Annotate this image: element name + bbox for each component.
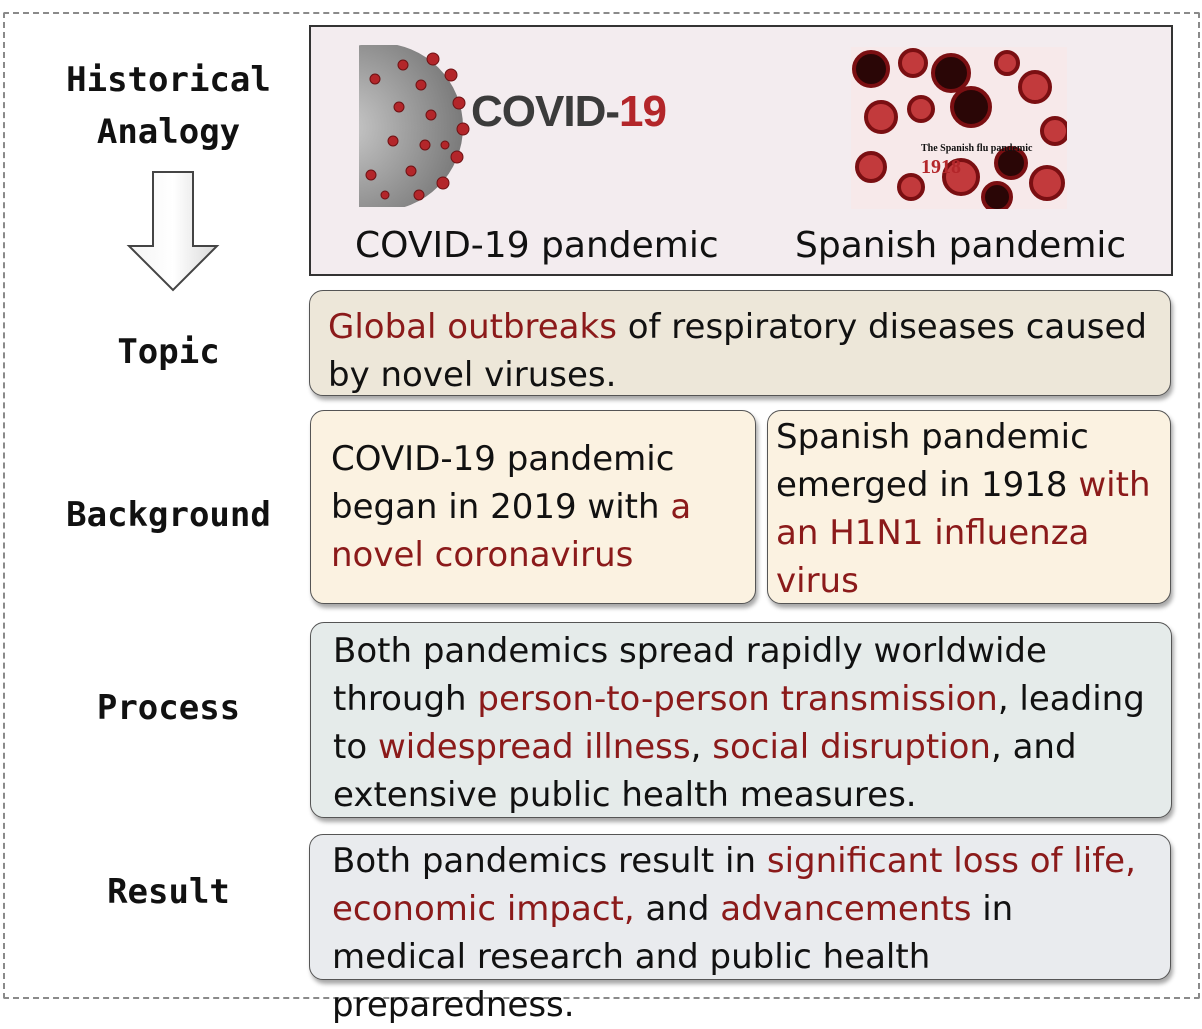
label-historical-analogy: Historical Analogy <box>36 54 301 158</box>
background-left-text-1: COVID-19 pandemic began in 2019 with <box>331 439 675 527</box>
result-highlight-1: significant loss of life, <box>766 841 1136 881</box>
background-right-highlight-1: with an H1N1 influenza virus <box>776 465 1151 601</box>
covid-logo-text: COVID-19 <box>471 87 667 137</box>
topic-text: Global outbreaks of respiratory diseases… <box>328 303 1152 399</box>
background-right-text: Spanish pandemic emerged in 1918 with an… <box>776 413 1162 605</box>
process-text: Both pandemics spread rapidly worldwide … <box>333 627 1169 819</box>
topic-highlight-1: Global outbreaks <box>328 307 617 347</box>
spanish-flu-image: The Spanish flu pandemic 1918 <box>851 47 1067 209</box>
label-historical-line2: Analogy <box>96 112 241 152</box>
historical-analogy-panel: COVID-19 COVID-19 pandemic <box>309 25 1173 276</box>
process-highlight-2: widespread illness <box>377 727 691 767</box>
process-text-3: , <box>690 727 713 767</box>
label-topic: Topic <box>117 332 220 372</box>
process-text-2: , leading to <box>333 679 1145 767</box>
process-highlight-3: social disruption <box>712 727 991 767</box>
result-box: Both pandemics result in significant los… <box>309 834 1171 1025</box>
label-process: Process <box>96 688 241 728</box>
spanish-caption: Spanish pandemic <box>795 225 1127 266</box>
process-highlight-1: person-to-person transmission <box>477 679 998 719</box>
process-box: Both pandemics spread rapidly worldwide … <box>310 622 1172 818</box>
result-text-3: and <box>634 889 721 929</box>
topic-box: Global outbreaks of respiratory diseases… <box>309 290 1171 396</box>
background-left-box: COVID-19 pandemic began in 2019 with a n… <box>310 410 756 604</box>
process-text-1: Both pandemics spread rapidly worldwide … <box>333 631 1047 719</box>
label-result: Result <box>107 872 230 912</box>
diagram-frame <box>3 12 1200 999</box>
background-right-text-1: Spanish pandemic emerged in 1918 <box>776 417 1089 505</box>
result-text-1: Both pandemics result in <box>332 841 767 881</box>
spanish-flu-title: The Spanish flu pandemic <box>921 143 1033 154</box>
coronavirus-icon <box>359 45 470 207</box>
covid-logo-text-b: 19 <box>619 87 667 136</box>
topic-text-1: of respiratory diseases caused by novel … <box>328 307 1147 395</box>
result-highlight-3: advancements <box>720 889 972 929</box>
label-background: Background <box>66 495 271 535</box>
result-highlight-2: economic impact, <box>332 889 635 929</box>
spanish-flu-year: 1918 <box>921 156 961 178</box>
background-right-box: Spanish pandemic emerged in 1918 with an… <box>767 410 1171 604</box>
background-left-highlight-1: a novel coronavirus <box>331 487 692 575</box>
covid-logo-text-a: COVID- <box>471 87 620 136</box>
background-left-text: COVID-19 pandemic began in 2019 with a n… <box>331 435 735 579</box>
influenza-virus-icon <box>852 48 1067 209</box>
result-text: Both pandemics result in significant los… <box>332 837 1158 1029</box>
down-arrow-icon <box>126 171 220 292</box>
covid-caption: COVID-19 pandemic <box>355 225 719 266</box>
process-text-4: , and extensive public health measures. <box>333 727 1077 815</box>
label-historical-line1: Historical <box>66 60 271 100</box>
